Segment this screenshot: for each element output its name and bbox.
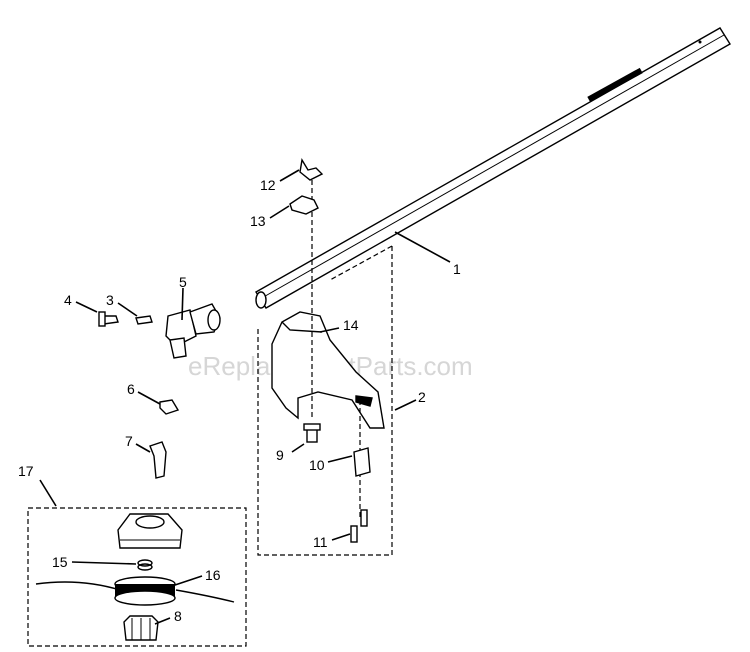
callout-12: 12 bbox=[260, 177, 276, 193]
callout-4: 4 bbox=[64, 292, 72, 308]
spool-part bbox=[114, 576, 176, 606]
spool-housing-part bbox=[117, 513, 183, 549]
callout-1: 1 bbox=[453, 261, 461, 277]
trimmer-head-kit-outline bbox=[27, 507, 247, 647]
callout-6: 6 bbox=[127, 381, 135, 397]
bump-knob-part bbox=[123, 615, 159, 641]
callout-13: 13 bbox=[250, 213, 266, 229]
leader-lines bbox=[39, 169, 451, 625]
callout-11: 11 bbox=[313, 534, 328, 550]
clip-part bbox=[299, 158, 324, 181]
screw-part-3 bbox=[135, 315, 153, 325]
callout-labels: 1 2 3 4 5 6 7 8 9 10 11 12 13 14 15 16 1… bbox=[18, 177, 461, 624]
sleeve-part-7 bbox=[149, 441, 167, 479]
callout-5: 5 bbox=[179, 274, 187, 290]
screw-clamp-part bbox=[289, 195, 319, 215]
callout-7: 7 bbox=[125, 433, 133, 449]
callout-16: 16 bbox=[205, 567, 221, 583]
nut-part-10 bbox=[353, 447, 371, 477]
bolt-part-9 bbox=[303, 423, 321, 443]
callout-3: 3 bbox=[106, 292, 114, 308]
nut-part-6 bbox=[159, 399, 180, 415]
screws-part-11 bbox=[350, 509, 368, 543]
gear-head-part bbox=[165, 303, 221, 359]
trimmer-line bbox=[35, 581, 235, 603]
shaft-part bbox=[255, 27, 731, 309]
callout-9: 9 bbox=[276, 447, 284, 463]
callout-17: 17 bbox=[18, 463, 34, 479]
callout-14: 14 bbox=[343, 317, 359, 333]
guard-part bbox=[271, 311, 385, 429]
spring-part bbox=[137, 559, 153, 571]
callout-2: 2 bbox=[418, 389, 426, 405]
bolt-part-4 bbox=[98, 311, 119, 327]
callout-8: 8 bbox=[174, 608, 182, 624]
guard-kit-outline bbox=[257, 246, 393, 556]
callout-15: 15 bbox=[52, 554, 68, 570]
callout-10: 10 bbox=[309, 457, 325, 473]
